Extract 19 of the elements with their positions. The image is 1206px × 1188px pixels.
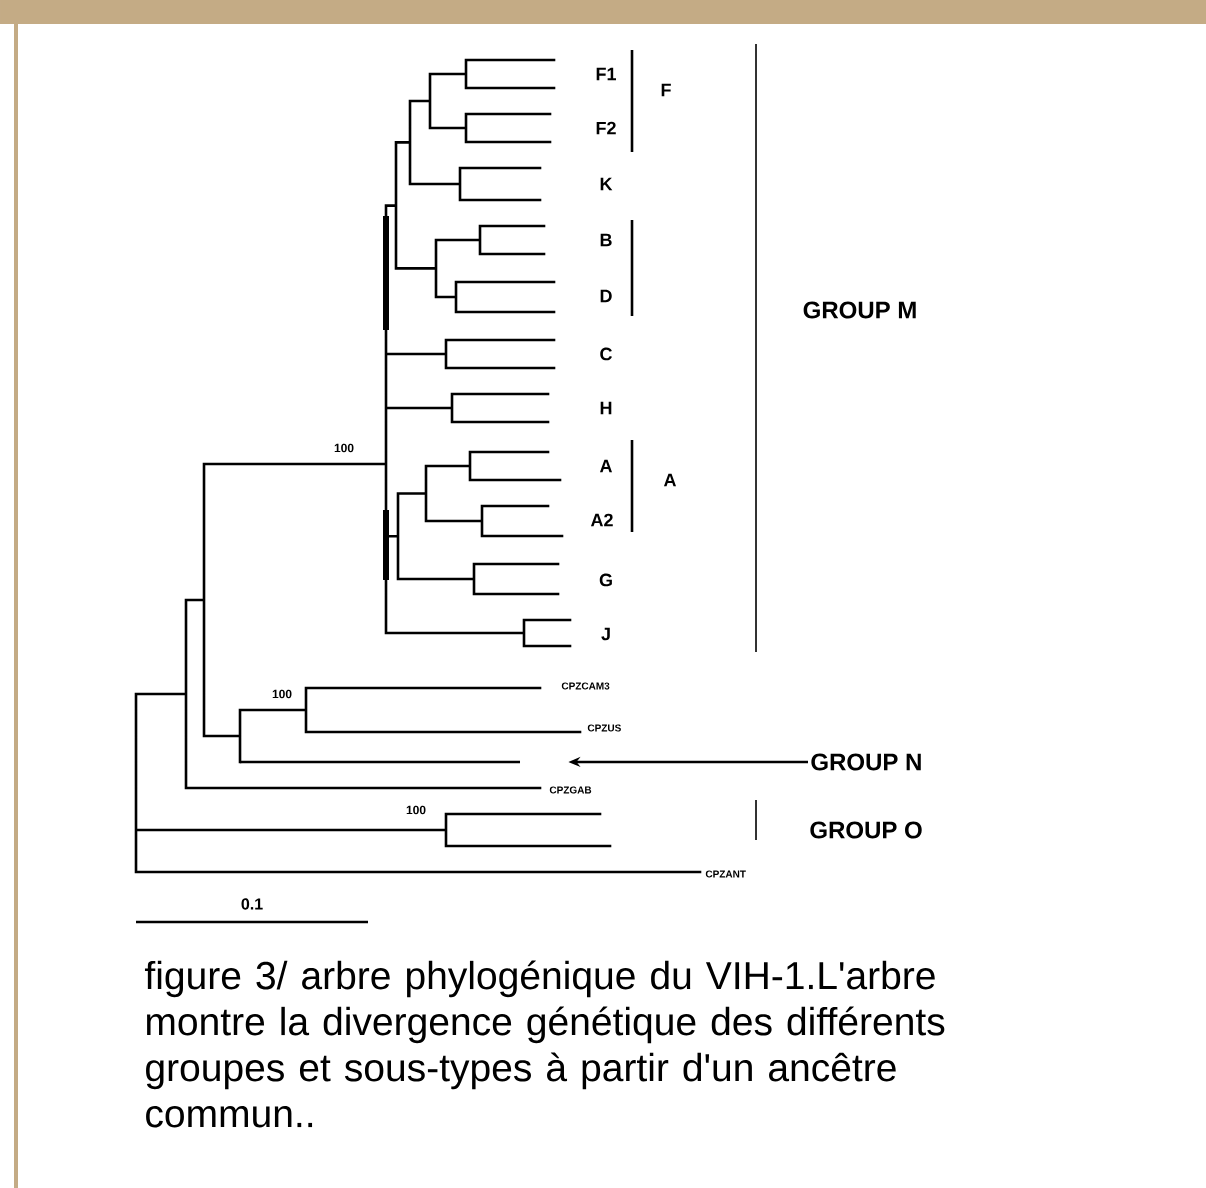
leaf-label: A bbox=[599, 459, 612, 473]
group-label: GROUP N bbox=[811, 753, 921, 771]
leaf-label: K bbox=[600, 177, 613, 191]
branch-line bbox=[240, 760, 520, 764]
leaf-label: A2 bbox=[590, 513, 613, 527]
clade-label: F bbox=[661, 83, 671, 97]
clade-label: A bbox=[663, 473, 676, 487]
leaf-label: B bbox=[600, 233, 612, 247]
group-label: GROUP O bbox=[810, 821, 922, 839]
group-label: GROUP M bbox=[803, 301, 916, 319]
scale-label: 0.1 bbox=[241, 898, 263, 910]
leaf-label: C bbox=[600, 347, 612, 361]
leaf-label: F1 bbox=[596, 67, 616, 81]
leaf-label: G bbox=[599, 573, 612, 587]
caption: figure 3/ arbre phylogénique du VIH-1.L'arbre montre la divergence génétique des différents groupes et sous-types à partir d'un ancêtre commun.. bbox=[144, 960, 945, 1128]
leaf-label: J bbox=[601, 627, 610, 641]
leaf-label: F2 bbox=[596, 121, 616, 135]
leaf-label: D bbox=[600, 289, 612, 303]
leaf-label: H bbox=[600, 401, 612, 415]
